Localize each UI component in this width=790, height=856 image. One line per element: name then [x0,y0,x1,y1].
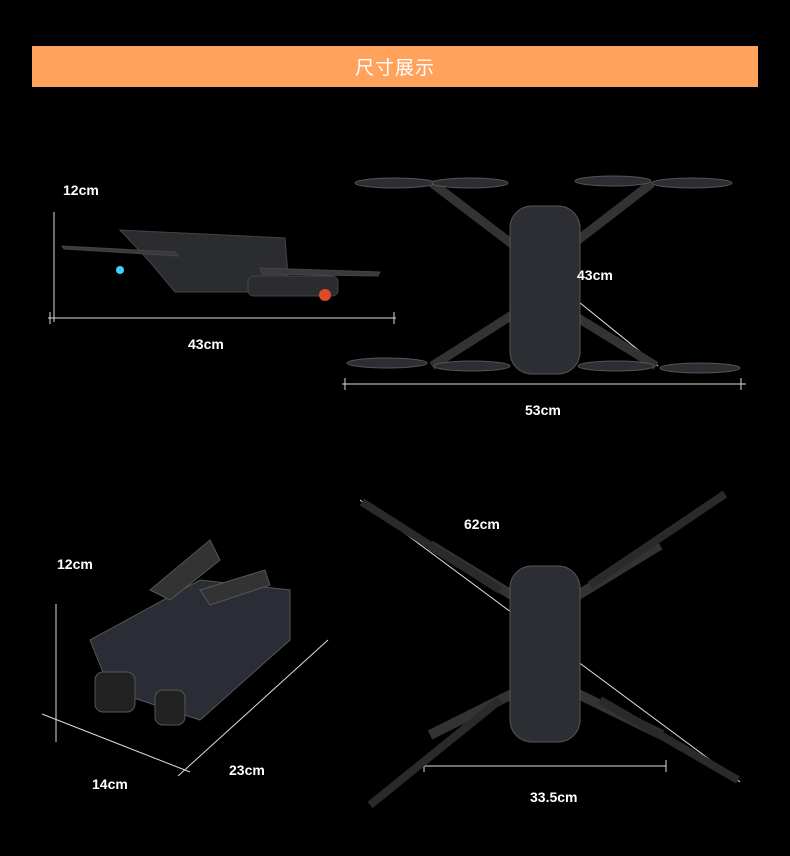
iso-height-label: 12cm [57,556,93,572]
unfolded-drone-props [359,490,741,809]
folded-length-label: 43cm [188,336,224,352]
section-title: 尺寸展示 [354,57,435,79]
folded-drone-side [61,229,381,301]
unfolded-diagonal-label: 43cm [577,267,613,283]
unfolded-drone-top [346,175,741,375]
iso-length-label: 23cm [229,762,265,778]
wheelbase-label: 33.5cm [530,789,578,805]
unfolded-width-label: 53cm [525,402,561,418]
iso-width-label: 14cm [92,776,128,792]
folded-drone-iso [89,539,291,726]
section-header: 尺寸展示 [32,46,758,87]
props-diagonal-label: 62cm [464,516,500,532]
folded-height-label: 12cm [63,182,99,198]
